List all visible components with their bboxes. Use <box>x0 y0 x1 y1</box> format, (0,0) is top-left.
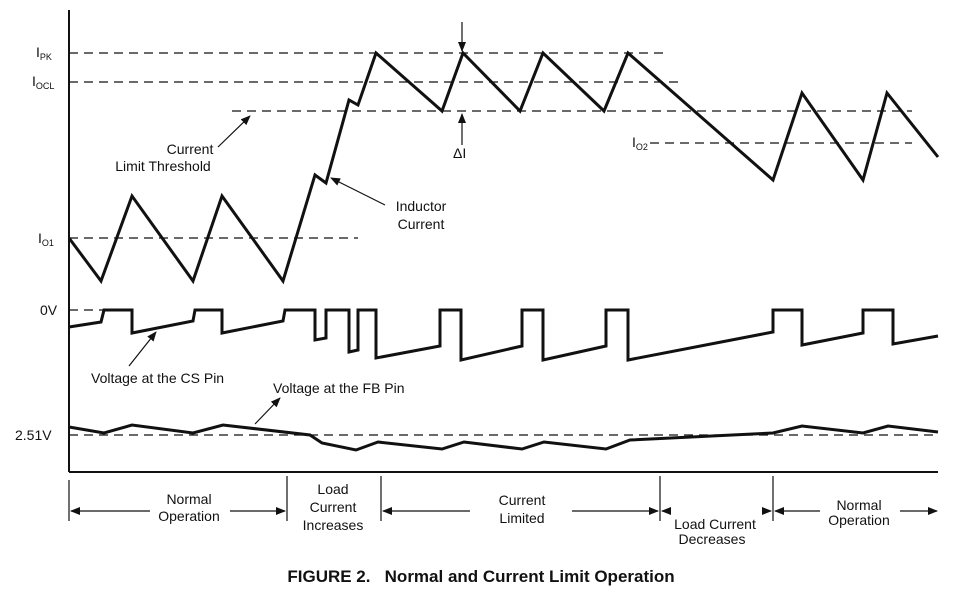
fb-pin-label: Voltage at the FB Pin <box>273 380 405 396</box>
current-limit-threshold-label-1: Current <box>167 141 214 157</box>
inductor-current-pointer-arrow <box>330 177 386 206</box>
delta-i-label: ΔI <box>453 145 466 161</box>
phase-2-label-line1: Load <box>317 481 348 497</box>
ipk-label: IPK <box>36 44 52 62</box>
io1-label: IO1 <box>38 230 54 248</box>
phase-2-label-line3: Increases <box>303 517 364 533</box>
current-limit-threshold-label-2: Limit Threshold <box>115 158 210 174</box>
cs-pin-waveform <box>68 308 939 362</box>
inductor-current-label-2: Current <box>398 216 445 232</box>
phase-4-label-line2: Decreases <box>679 531 746 547</box>
phase-1-label-line2: Operation <box>158 508 219 524</box>
phase-1-label-line1: Normal <box>166 491 211 507</box>
inductor-current-waveform <box>67 50 940 285</box>
v251-label: 2.51V <box>15 427 52 443</box>
zero-volt-label: 0V <box>40 302 58 318</box>
cs-pin-pointer-arrow <box>128 331 157 367</box>
phase-2-label-line2: Current <box>310 499 357 515</box>
figure-caption: FIGURE 2. Normal and Current Limit Opera… <box>287 567 674 586</box>
phase-3-label-line2: Limited <box>499 510 544 526</box>
phase-5-label-line1: Normal <box>836 497 881 513</box>
fb-pin-pointer-arrow <box>254 397 281 425</box>
phase-4-label-line1: Load Current <box>674 516 756 532</box>
cs-pin-label: Voltage at the CS Pin <box>91 370 224 386</box>
io2-label: IO2 <box>632 134 648 152</box>
fb-pin-waveform <box>68 423 939 452</box>
iocl-label: IOCL <box>32 73 54 91</box>
phase-5-label-line2: Operation <box>828 512 889 528</box>
phase-3-label-line1: Current <box>499 492 546 508</box>
current-limit-pointer-arrow <box>217 115 251 148</box>
inductor-current-label-1: Inductor <box>396 198 447 214</box>
